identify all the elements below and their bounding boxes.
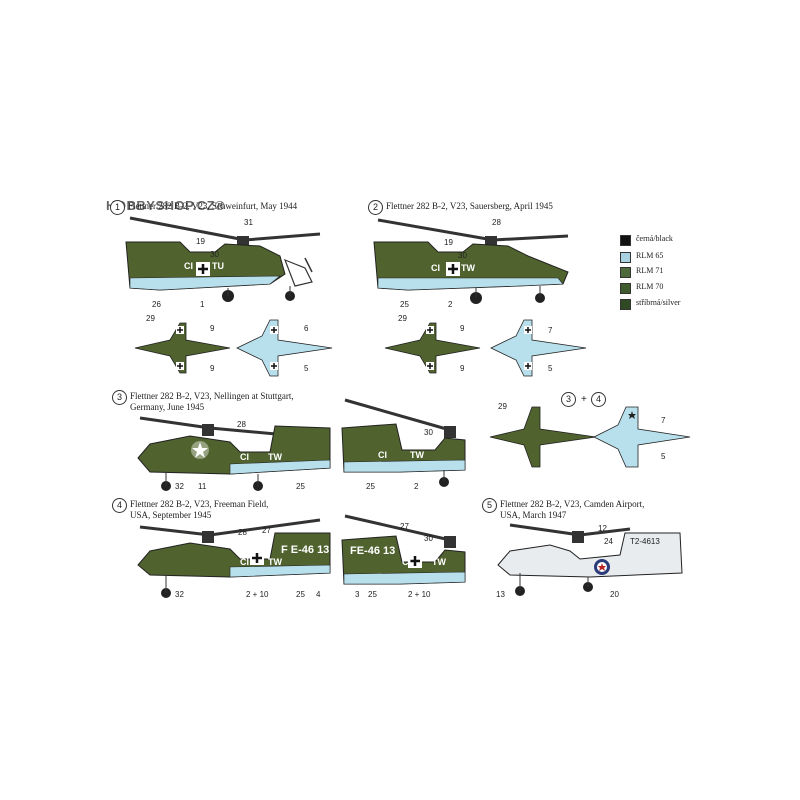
profile-caption: Flettner 282 B-2, V23, Freeman Field, xyxy=(130,499,269,509)
profile-caption: Flettner 282 B-2, V23, Schweinfurt, May … xyxy=(128,201,298,211)
profile-caption: USA, September 1945 xyxy=(130,510,212,520)
helicopter-side-view xyxy=(341,398,466,487)
callout-number: 5 xyxy=(548,364,553,373)
callout-number: 9 xyxy=(210,364,215,373)
profile-caption: Flettner 282 B-2, V23, Camden Airport, xyxy=(500,499,645,509)
callout-number: 32 xyxy=(175,590,184,599)
code-letters: TW xyxy=(268,452,282,462)
callout-number: 32 xyxy=(175,482,184,491)
callout-number: 9 xyxy=(460,324,465,333)
profile-number: 2 xyxy=(368,200,383,215)
callout-number: 1 xyxy=(200,300,205,309)
callout-number: 4 xyxy=(316,590,321,599)
callout-number: 30 xyxy=(210,250,219,259)
callout-number: 29 xyxy=(498,402,507,411)
callout-number: 3 xyxy=(355,590,360,599)
code-letters: TU xyxy=(212,261,224,271)
callout-number: 25 xyxy=(366,482,375,491)
callout-number: 28 xyxy=(492,218,501,227)
helicopter-side-view xyxy=(125,216,321,302)
helicopter-side-view xyxy=(137,518,331,598)
swatch-silver xyxy=(620,299,631,310)
helicopter-side-view xyxy=(497,523,683,596)
helicopter-top-view xyxy=(489,406,597,468)
code-letters: CI xyxy=(431,263,440,273)
helicopter-bottom-view xyxy=(490,319,587,377)
callout-number: 7 xyxy=(548,326,553,335)
profile-caption: USA, March 1947 xyxy=(500,510,567,520)
helicopter-side-view xyxy=(137,416,331,491)
callout-number: 25 xyxy=(368,590,377,599)
profile-number: 4 xyxy=(112,498,127,513)
callout-number: 25 xyxy=(296,482,305,491)
callout-number: 9 xyxy=(460,364,465,373)
watermark: HOBBYSHOP.CZ® xyxy=(106,198,226,213)
serial-number: FE-46 13 xyxy=(350,545,396,557)
serial-number: T2-4613 xyxy=(630,537,660,546)
swatch-black xyxy=(620,235,631,246)
code-letters: CI xyxy=(184,261,193,271)
profile-number: 3 xyxy=(112,390,127,405)
callout-number: 30 xyxy=(424,428,433,437)
serial-number: F E-46 13 xyxy=(281,544,330,556)
profile-number: 3 xyxy=(561,392,576,407)
callout-number: 30 xyxy=(424,534,433,543)
callout-number: 31 xyxy=(244,218,253,227)
callout-number: 27 xyxy=(400,522,409,531)
callout-number: 12 xyxy=(598,524,607,533)
helicopter-bottom-view xyxy=(593,406,691,468)
callout-number: 7 xyxy=(661,416,666,425)
profile-caption: Flettner 282 B-2, V23, Nellingen at Stut… xyxy=(130,391,294,401)
callout-number: 25 xyxy=(296,590,305,599)
code-letters: TW xyxy=(461,263,475,273)
code-letters: TW xyxy=(432,557,446,567)
callout-number: 26 xyxy=(152,300,161,309)
callout-number: 20 xyxy=(610,590,619,599)
code-letters: CI xyxy=(240,557,249,567)
callout-number: 13 xyxy=(496,590,505,599)
callout-number: 2 xyxy=(414,482,419,491)
callout-number: 6 xyxy=(304,324,309,333)
helicopter-top-view xyxy=(384,322,481,374)
helicopter-top-view xyxy=(134,322,231,374)
profile-caption: Flettner 282 B-2, V23, Sauersberg, April… xyxy=(386,201,553,211)
callout-number: 27 xyxy=(262,526,271,535)
callout-number: 29 xyxy=(146,314,155,323)
swatch-rlm65 xyxy=(620,252,631,263)
helicopter-side-view xyxy=(373,218,569,304)
callout-number: 5 xyxy=(304,364,309,373)
callout-number: 2 + 10 xyxy=(246,590,269,599)
callout-number: 5 xyxy=(661,452,666,461)
helicopter-bottom-view xyxy=(236,319,333,377)
callout-number: 24 xyxy=(604,537,613,546)
code-letters: CI xyxy=(240,452,249,462)
callout-number: 19 xyxy=(196,237,205,246)
swatch-rlm70 xyxy=(620,283,631,294)
callout-number: 25 xyxy=(400,300,409,309)
callout-number: 29 xyxy=(398,314,407,323)
callout-number: 28 xyxy=(238,528,247,537)
code-letters: TW xyxy=(268,557,282,567)
profile-caption: Germany, June 1945 xyxy=(130,402,205,412)
callout-number: 2 + 10 xyxy=(408,590,431,599)
code-letters: TW xyxy=(410,450,424,460)
profile-number: 4 xyxy=(591,392,606,407)
callout-number: 28 xyxy=(237,420,246,429)
helicopter-side-view xyxy=(341,514,466,585)
code-letters: CI xyxy=(402,557,411,567)
callout-number: 2 xyxy=(448,300,453,309)
profile-number: 1 xyxy=(110,200,125,215)
plus-sign: + xyxy=(581,394,587,405)
profile-number: 5 xyxy=(482,498,497,513)
callout-number: 9 xyxy=(210,324,215,333)
code-letters: CI xyxy=(378,450,387,460)
callout-number: 19 xyxy=(444,238,453,247)
callout-number: 30 xyxy=(458,251,467,260)
swatch-rlm71 xyxy=(620,267,631,278)
callout-number: 2 xyxy=(256,482,261,491)
callout-number: 11 xyxy=(198,482,207,491)
